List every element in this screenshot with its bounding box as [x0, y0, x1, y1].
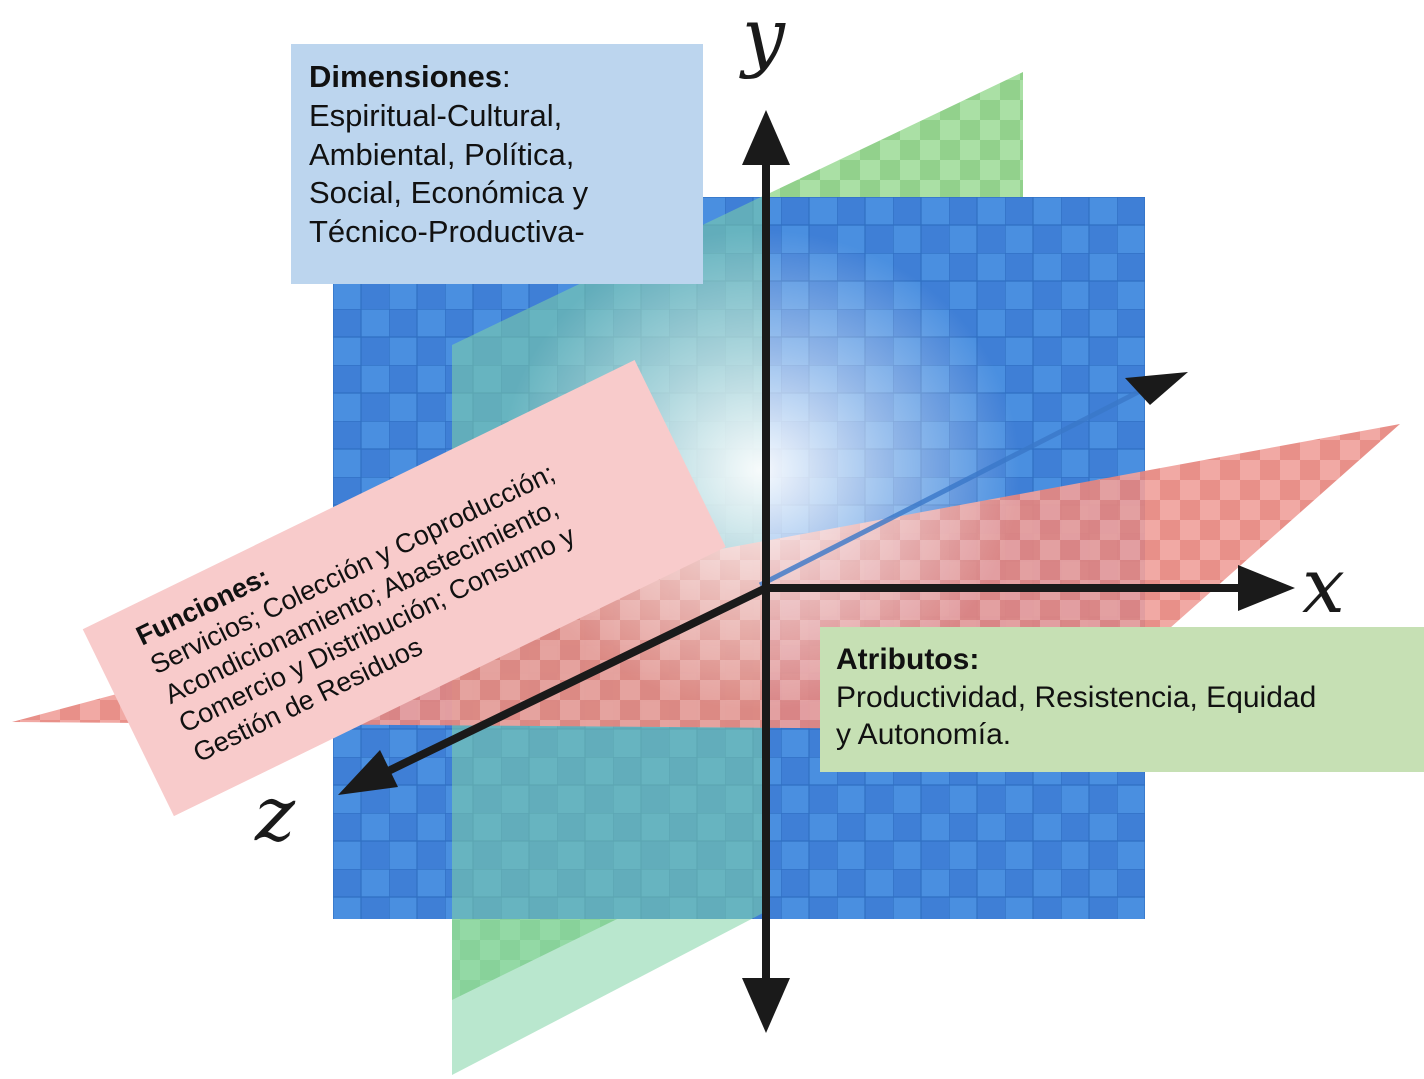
z-axis-arrow: [338, 750, 398, 795]
atributos-heading: Atributos:: [836, 643, 980, 676]
z-axis-label: z: [254, 769, 296, 858]
atributos-line: Productividad, Resistencia, Equidad: [836, 680, 1317, 714]
dimensiones-heading: Dimensiones: [309, 59, 502, 94]
atributos-line: y Autonomía.: [836, 718, 1012, 751]
y-axis-top-arrow: [742, 110, 790, 165]
dimensiones-line: Ambiental, Política,: [309, 136, 575, 172]
y-axis-bottom-arrow: [742, 978, 790, 1033]
dimensiones-line: Social, Económica y: [309, 175, 589, 211]
x-axis-arrow: [1238, 565, 1295, 611]
y-axis-label: y: [739, 0, 786, 80]
faint-arrow-head: [1125, 372, 1188, 405]
dimensiones-line: Espiritual-Cultural,: [309, 97, 563, 133]
dimensiones-box: Dimensiones: Espiritual-Cultural, Ambien…: [291, 44, 703, 284]
x-axis-label: x: [1302, 541, 1345, 630]
faint-arrow: [758, 383, 1152, 588]
dimensiones-colon: :: [501, 59, 511, 94]
atributos-box: Atributos: Productividad, Resistencia, E…: [820, 627, 1424, 772]
z-axis: [378, 584, 768, 779]
dimensiones-line: Técnico-Productiva-: [309, 214, 585, 249]
